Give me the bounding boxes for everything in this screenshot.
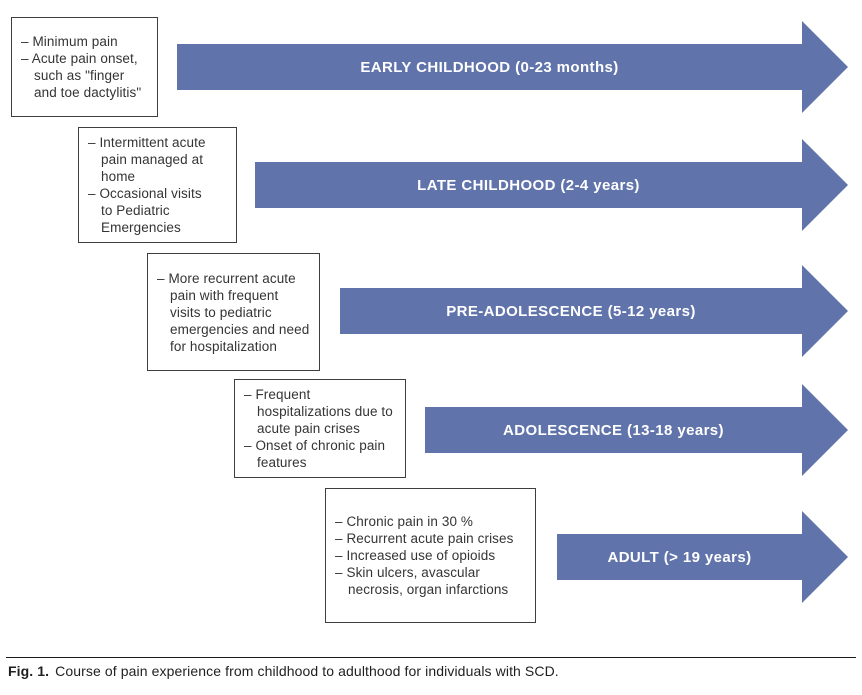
- arrow-shaft: ADOLESCENCE (13-18 years): [425, 407, 802, 453]
- arrow-label: LATE CHILDHOOD (2-4 years): [417, 176, 640, 194]
- arrow-shaft: LATE CHILDHOOD (2-4 years): [255, 162, 802, 208]
- figure-caption: Fig. 1. Course of pain experience from ch…: [8, 663, 854, 679]
- stage-box-early-childhood: – Minimum pain – Acute pain onset, such a…: [11, 17, 158, 117]
- bullet-item: – Increased use of opioids: [335, 548, 496, 563]
- arrow-head-icon: [802, 384, 848, 476]
- bullet-item: – Chronic pain in 30 %: [335, 514, 474, 529]
- bullet-item: – Occasional visits to Pediatric Emergen…: [88, 186, 202, 235]
- arrow-label: EARLY CHILDHOOD (0-23 months): [360, 58, 619, 76]
- stage-arrow-early-childhood: EARLY CHILDHOOD (0-23 months): [177, 21, 848, 113]
- stage-arrow-late-childhood: LATE CHILDHOOD (2-4 years): [255, 139, 848, 231]
- bullet-item: – Recurrent acute pain crises: [335, 531, 514, 546]
- stage-box-pre-adolescence: – More recurrent acute pain with frequen…: [147, 253, 320, 371]
- stage-arrow-adult: ADULT (> 19 years): [557, 511, 848, 603]
- stage-box-late-childhood: – Intermittent acute pain managed at hom…: [78, 127, 237, 243]
- arrow-label: ADULT (> 19 years): [607, 548, 752, 566]
- bullet-item: – Acute pain onset, such as "finger and …: [21, 51, 142, 100]
- bullet-item: – Minimum pain: [21, 34, 118, 49]
- bullet-item: – Frequent hospitalizations due to acute…: [244, 387, 393, 436]
- bullet-item: – Onset of chronic pain features: [244, 438, 386, 470]
- stage-arrow-pre-adolescence: PRE-ADOLESCENCE (5-12 years): [340, 265, 848, 357]
- arrow-head-icon: [802, 21, 848, 113]
- arrow-label: PRE-ADOLESCENCE (5-12 years): [446, 302, 696, 320]
- bullet-item: – Skin ulcers, avascular necrosis, organ…: [335, 565, 509, 597]
- stage-arrow-adolescence: ADOLESCENCE (13-18 years): [425, 384, 848, 476]
- arrow-head-icon: [802, 511, 848, 603]
- caption-divider: [6, 657, 856, 658]
- arrow-shaft: PRE-ADOLESCENCE (5-12 years): [340, 288, 802, 334]
- arrow-head-icon: [802, 265, 848, 357]
- arrow-shaft: ADULT (> 19 years): [557, 534, 802, 580]
- arrow-shaft: EARLY CHILDHOOD (0-23 months): [177, 44, 802, 90]
- arrow-label: ADOLESCENCE (13-18 years): [503, 421, 724, 439]
- caption-text: Course of pain experience from childhood…: [55, 663, 559, 679]
- stage-box-adult: – Chronic pain in 30 % – Recurrent acute …: [325, 488, 536, 623]
- caption-label: Fig. 1.: [8, 663, 50, 679]
- bullet-item: – More recurrent acute pain with frequen…: [157, 270, 310, 354]
- stage-box-adolescence: – Frequent hospitalizations due to acute…: [234, 379, 406, 478]
- arrow-head-icon: [802, 139, 848, 231]
- bullet-item: – Intermittent acute pain managed at hom…: [88, 135, 206, 184]
